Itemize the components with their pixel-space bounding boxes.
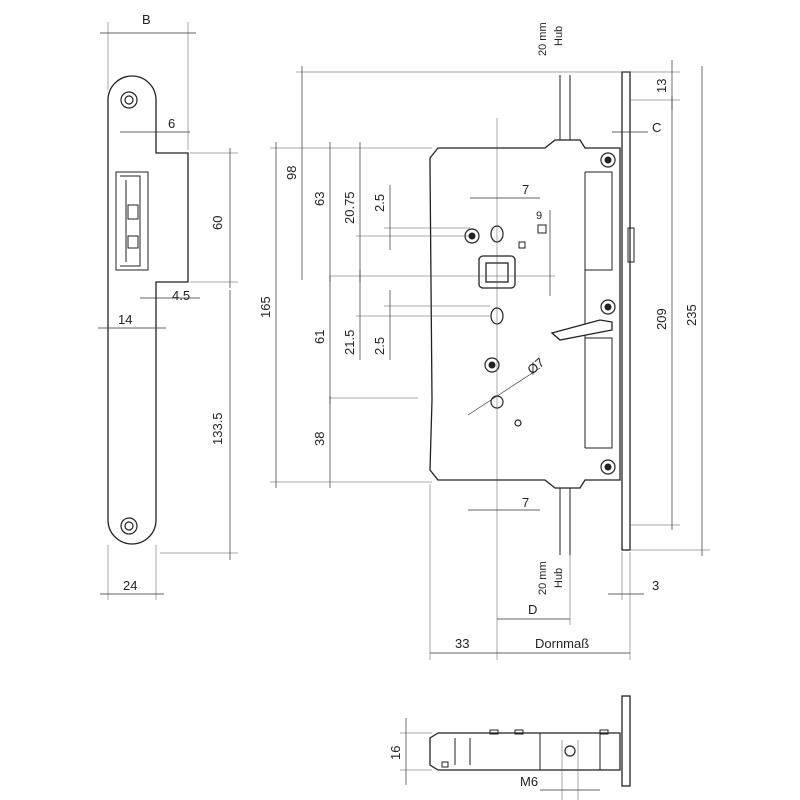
dim-24: 24 bbox=[123, 578, 137, 593]
strike-plate bbox=[107, 75, 189, 545]
dim-M6: M6 bbox=[520, 774, 538, 789]
hub-bottom-line1: 20 mm bbox=[537, 561, 549, 595]
dim-165: 165 bbox=[258, 296, 273, 318]
dim-33: 33 bbox=[455, 636, 469, 651]
dim-235: 235 bbox=[684, 304, 699, 326]
lock-side-view bbox=[429, 695, 631, 787]
dim-C: C bbox=[652, 120, 661, 135]
dim-6: 6 bbox=[168, 116, 175, 131]
dim-7-upper: 7 bbox=[522, 182, 529, 197]
dim-7-lower: 7 bbox=[522, 495, 529, 510]
dim-4-5: 4.5 bbox=[172, 288, 190, 303]
dim-2-5-lower: 2.5 bbox=[372, 337, 387, 355]
dim-61: 61 bbox=[312, 330, 327, 344]
dim-9: 9 bbox=[536, 210, 542, 222]
dim-dornmass: Dornmaß bbox=[535, 636, 589, 651]
lock-body-dimensions: 20 mm Hub 98 13 C 165 63 20.75 2.5 7 bbox=[258, 22, 710, 660]
side-view-dimensions: 16 M6 bbox=[388, 718, 600, 800]
dim-16: 16 bbox=[388, 746, 403, 760]
dim-2-5-upper: 2.5 bbox=[372, 194, 387, 212]
dim-21-5: 21.5 bbox=[342, 330, 357, 355]
dim-14: 14 bbox=[118, 312, 132, 327]
dim-B: B bbox=[142, 12, 151, 27]
dim-20-75: 20.75 bbox=[342, 191, 357, 224]
strike-plate-dimensions: B 6 60 4.5 14 133.5 24 bbox=[98, 12, 238, 600]
dim-63: 63 bbox=[312, 192, 327, 206]
hub-top-line1: 20 mm bbox=[537, 22, 549, 56]
dim-13: 13 bbox=[654, 79, 669, 93]
hub-top-line2: Hub bbox=[553, 26, 565, 46]
dim-3: 3 bbox=[652, 578, 659, 593]
dim-D: D bbox=[528, 602, 537, 617]
lock-body bbox=[330, 71, 635, 555]
dim-209: 209 bbox=[654, 308, 669, 330]
dim-38: 38 bbox=[312, 432, 327, 446]
hub-bottom-line2: Hub bbox=[553, 568, 565, 588]
dim-60: 60 bbox=[210, 216, 225, 230]
dim-98: 98 bbox=[284, 166, 299, 180]
dim-133-5: 133.5 bbox=[210, 412, 225, 445]
